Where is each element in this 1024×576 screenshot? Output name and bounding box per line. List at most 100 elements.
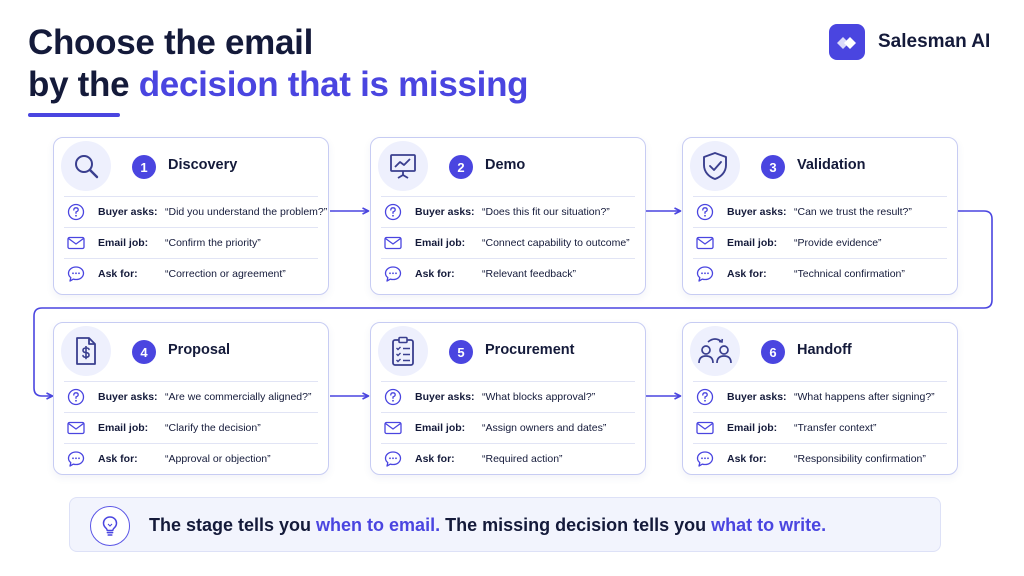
title-underline (28, 113, 120, 117)
envelope-icon (66, 233, 86, 253)
stage-card-validation: 3 Validation Buyer asks: “Can we trust t… (682, 137, 958, 295)
takeaway-highlight-1: when to email. (316, 515, 441, 535)
buyer-asks-label: Buyer asks: (727, 391, 787, 403)
page-title: Choose the email by the decision that is… (28, 22, 529, 106)
email-job-value: “Connect capability to outcome” (482, 237, 630, 249)
brand-name: Salesman AI (878, 31, 991, 52)
email-job-row: Email job: “Clarify the decision” (64, 412, 318, 443)
ask-for-value: “Correction or agreement” (165, 268, 286, 280)
ask-for-row: Ask for: “Required action” (381, 443, 635, 474)
stage-card-handoff: 6 Handoff Buyer asks: “What happens afte… (682, 322, 958, 475)
email-job-label: Email job: (415, 422, 466, 434)
takeaway-highlight-2: what to write. (711, 515, 827, 535)
title-highlight: decision that is missing (138, 65, 529, 104)
title-line-2-prefix: by the (28, 65, 139, 104)
presentation-chart-icon (378, 141, 428, 191)
takeaway-part-2: The missing decision tells you (440, 515, 712, 535)
takeaway-text: The stage tells you when to email. The m… (149, 515, 826, 536)
stage-card-procurement: 5 Procurement Buyer asks: “What blocks a… (370, 322, 646, 475)
buyer-asks-value: “Are we commercially aligned?” (165, 391, 312, 403)
buyer-asks-value: “Did you understand the problem?” (165, 206, 328, 218)
chat-bubble-icon (695, 449, 715, 469)
ask-for-row: Ask for: “Technical confirmation” (693, 258, 947, 289)
ask-for-row: Ask for: “Approval or objection” (64, 443, 318, 474)
shield-check-icon (690, 141, 740, 191)
buyer-asks-row: Buyer asks: “What happens after signing?… (693, 381, 947, 412)
email-job-row: Email job: “Connect capability to outcom… (381, 227, 635, 258)
envelope-icon (695, 233, 715, 253)
email-job-label: Email job: (98, 237, 149, 249)
question-circle-icon (695, 387, 715, 407)
buyer-asks-row: Buyer asks: “Did you understand the prob… (64, 196, 327, 227)
email-job-value: “Provide evidence” (794, 237, 882, 249)
ask-for-label: Ask for: (727, 268, 767, 280)
takeaway-banner: The stage tells you when to email. The m… (69, 497, 941, 552)
ask-for-value: “Responsibility confirmation” (794, 453, 926, 465)
chat-bubble-icon (383, 264, 403, 284)
ask-for-label: Ask for: (415, 268, 455, 280)
email-job-label: Email job: (415, 237, 466, 249)
clipboard-checklist-icon (378, 326, 428, 376)
stage-name: Proposal (168, 342, 231, 358)
chat-bubble-icon (383, 449, 403, 469)
stage-number: 1 (132, 155, 156, 179)
stage-number: 5 (449, 340, 473, 364)
question-circle-icon (383, 202, 403, 222)
buyer-asks-value: “What blocks approval?” (482, 391, 596, 403)
ask-for-row: Ask for: “Relevant feedback” (381, 258, 635, 289)
ask-for-row: Ask for: “Correction or agreement” (64, 258, 318, 289)
ask-for-value: “Relevant feedback” (482, 268, 576, 280)
buyer-asks-row: Buyer asks: “What blocks approval?” (381, 381, 635, 412)
buyer-asks-value: “Does this fit our situation?” (482, 206, 610, 218)
ask-for-value: “Technical confirmation” (794, 268, 905, 280)
envelope-icon (66, 418, 86, 438)
title-line-1: Choose the email (28, 23, 313, 62)
email-job-row: Email job: “Provide evidence” (693, 227, 947, 258)
stage-name: Validation (797, 157, 866, 173)
people-handoff-icon (690, 326, 740, 376)
stage-number: 6 (761, 340, 785, 364)
buyer-asks-label: Buyer asks: (415, 391, 475, 403)
buyer-asks-value: “What happens after signing?” (794, 391, 935, 403)
lightbulb-icon (90, 506, 130, 546)
stage-name: Handoff (797, 342, 852, 358)
ask-for-value: “Approval or objection” (165, 453, 271, 465)
stage-card-proposal: 4 Proposal Buyer asks: “Are we commercia… (53, 322, 329, 475)
ask-for-label: Ask for: (727, 453, 767, 465)
buyer-asks-label: Buyer asks: (727, 206, 787, 218)
question-circle-icon (383, 387, 403, 407)
stage-name: Demo (485, 157, 526, 173)
buyer-asks-label: Buyer asks: (98, 391, 158, 403)
stage-number: 3 (761, 155, 785, 179)
envelope-icon (383, 233, 403, 253)
chat-bubble-icon (695, 264, 715, 284)
buyer-asks-row: Buyer asks: “Are we commercially aligned… (64, 381, 318, 412)
email-job-label: Email job: (727, 422, 778, 434)
document-dollar-icon (61, 326, 111, 376)
email-job-value: “Clarify the decision” (165, 422, 261, 434)
title-line-2: by the decision that is missing (28, 64, 529, 106)
buyer-asks-value: “Can we trust the result?” (794, 206, 912, 218)
brand: Salesman AI (829, 24, 990, 60)
stage-name: Procurement (485, 342, 575, 358)
email-job-value: “Assign owners and dates” (482, 422, 607, 434)
email-job-row: Email job: “Confirm the priority” (64, 227, 318, 258)
buyer-asks-label: Buyer asks: (415, 206, 475, 218)
takeaway-part-1: The stage tells you (149, 515, 317, 535)
question-circle-icon (66, 387, 86, 407)
ask-for-label: Ask for: (98, 453, 138, 465)
buyer-asks-row: Buyer asks: “Does this fit our situation… (381, 196, 635, 227)
question-circle-icon (695, 202, 715, 222)
ask-for-value: “Required action” (482, 453, 563, 465)
email-job-label: Email job: (98, 422, 149, 434)
email-job-row: Email job: “Assign owners and dates” (381, 412, 635, 443)
stage-card-demo: 2 Demo Buyer asks: “Does this fit our si… (370, 137, 646, 295)
question-circle-icon (66, 202, 86, 222)
stage-card-discovery: 1 Discovery Buyer asks: “Did you underst… (53, 137, 329, 295)
email-job-value: “Transfer context” (794, 422, 877, 434)
stage-number: 4 (132, 340, 156, 364)
chat-bubble-icon (66, 264, 86, 284)
ask-for-label: Ask for: (98, 268, 138, 280)
salesman-ai-logo-icon (829, 24, 865, 60)
buyer-asks-label: Buyer asks: (98, 206, 158, 218)
